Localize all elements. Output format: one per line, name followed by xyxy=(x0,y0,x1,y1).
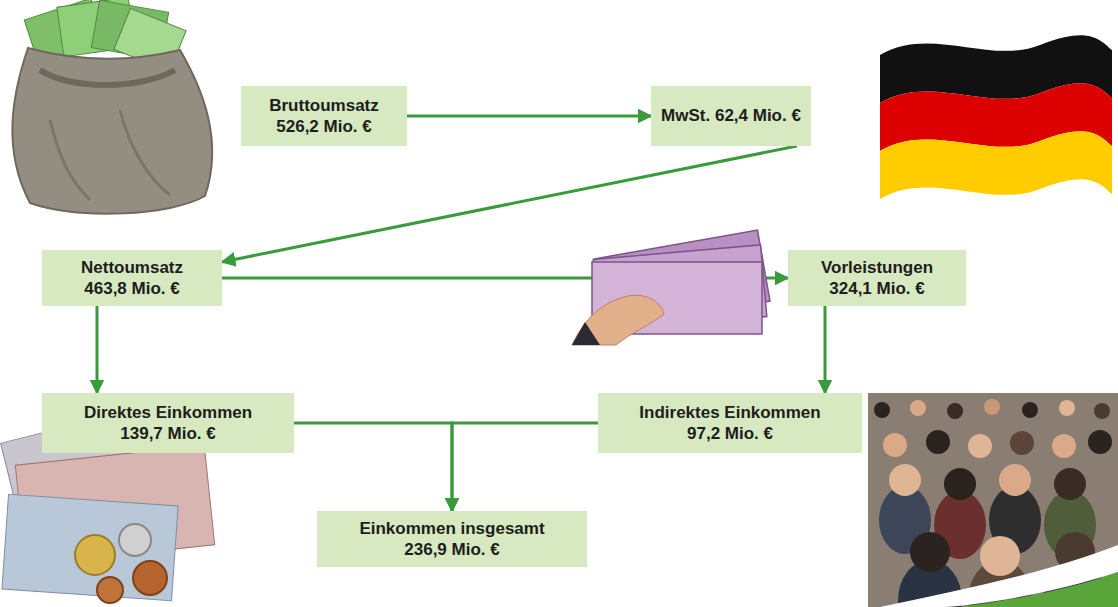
decorative-swoosh xyxy=(960,572,1118,607)
crowd-photo xyxy=(868,393,1118,607)
head xyxy=(910,532,950,572)
sack-body xyxy=(12,48,212,214)
head xyxy=(944,468,976,500)
box-value: 526,2 Mio. € xyxy=(276,116,371,137)
head xyxy=(889,464,921,496)
head xyxy=(1094,403,1110,419)
value-box: Indirektes Einkommen97,2 Mio. € xyxy=(598,393,862,453)
flow-arrow xyxy=(824,306,827,393)
hand-with-banknotes xyxy=(572,230,770,345)
box-heading: Indirektes Einkommen xyxy=(639,402,820,423)
flow-arrow xyxy=(96,306,99,393)
flow-arrow xyxy=(452,423,598,511)
flow-arrow xyxy=(294,423,452,511)
box-value: 324,1 Mio. € xyxy=(829,278,924,299)
head xyxy=(968,434,992,458)
box-value: 463,8 Mio. € xyxy=(84,278,179,299)
value-box: Nettoumsatz463,8 Mio. € xyxy=(42,250,222,306)
sack-tie xyxy=(40,70,175,85)
flow-arrow xyxy=(407,115,651,118)
box-text: MwSt. 62,4 Mio. € xyxy=(661,105,801,126)
banknote xyxy=(2,494,178,601)
head xyxy=(874,402,890,418)
box-value: 139,7 Mio. € xyxy=(120,423,215,444)
german-flag xyxy=(880,35,1112,199)
coin xyxy=(75,535,115,575)
head xyxy=(883,433,907,457)
head xyxy=(1022,402,1038,418)
box-heading: Einkommen insgesamt xyxy=(359,518,544,539)
box-heading: Bruttoumsatz xyxy=(269,95,379,116)
head xyxy=(1088,430,1112,454)
head xyxy=(910,400,926,416)
box-value: 97,2 Mio. € xyxy=(687,423,773,444)
head xyxy=(1052,434,1076,458)
head xyxy=(1059,400,1075,416)
box-value: 236,9 Mio. € xyxy=(404,539,499,560)
hand xyxy=(572,295,664,345)
value-box: Bruttoumsatz526,2 Mio. € xyxy=(241,86,407,146)
coin xyxy=(97,577,123,603)
coin xyxy=(133,561,167,595)
head xyxy=(980,536,1020,576)
flag-stripe-gold xyxy=(880,131,1112,199)
box-heading: Vorleistungen xyxy=(821,257,933,278)
sleeve xyxy=(572,322,600,345)
money-sack xyxy=(12,0,212,214)
head xyxy=(926,430,950,454)
value-box: Direktes Einkommen139,7 Mio. € xyxy=(42,393,294,453)
head xyxy=(984,399,1000,415)
value-box: MwSt. 62,4 Mio. € xyxy=(651,86,811,146)
box-heading: Direktes Einkommen xyxy=(84,402,252,423)
value-box: Einkommen insgesamt236,9 Mio. € xyxy=(317,511,587,567)
box-heading: Nettoumsatz xyxy=(81,257,183,278)
value-box: Vorleistungen324,1 Mio. € xyxy=(788,250,966,306)
coin xyxy=(119,524,151,556)
head xyxy=(1054,468,1086,500)
decorative-swoosh xyxy=(880,545,1118,607)
head xyxy=(947,403,963,419)
sack-fold xyxy=(50,110,170,200)
head xyxy=(999,464,1031,496)
head xyxy=(1010,431,1034,455)
